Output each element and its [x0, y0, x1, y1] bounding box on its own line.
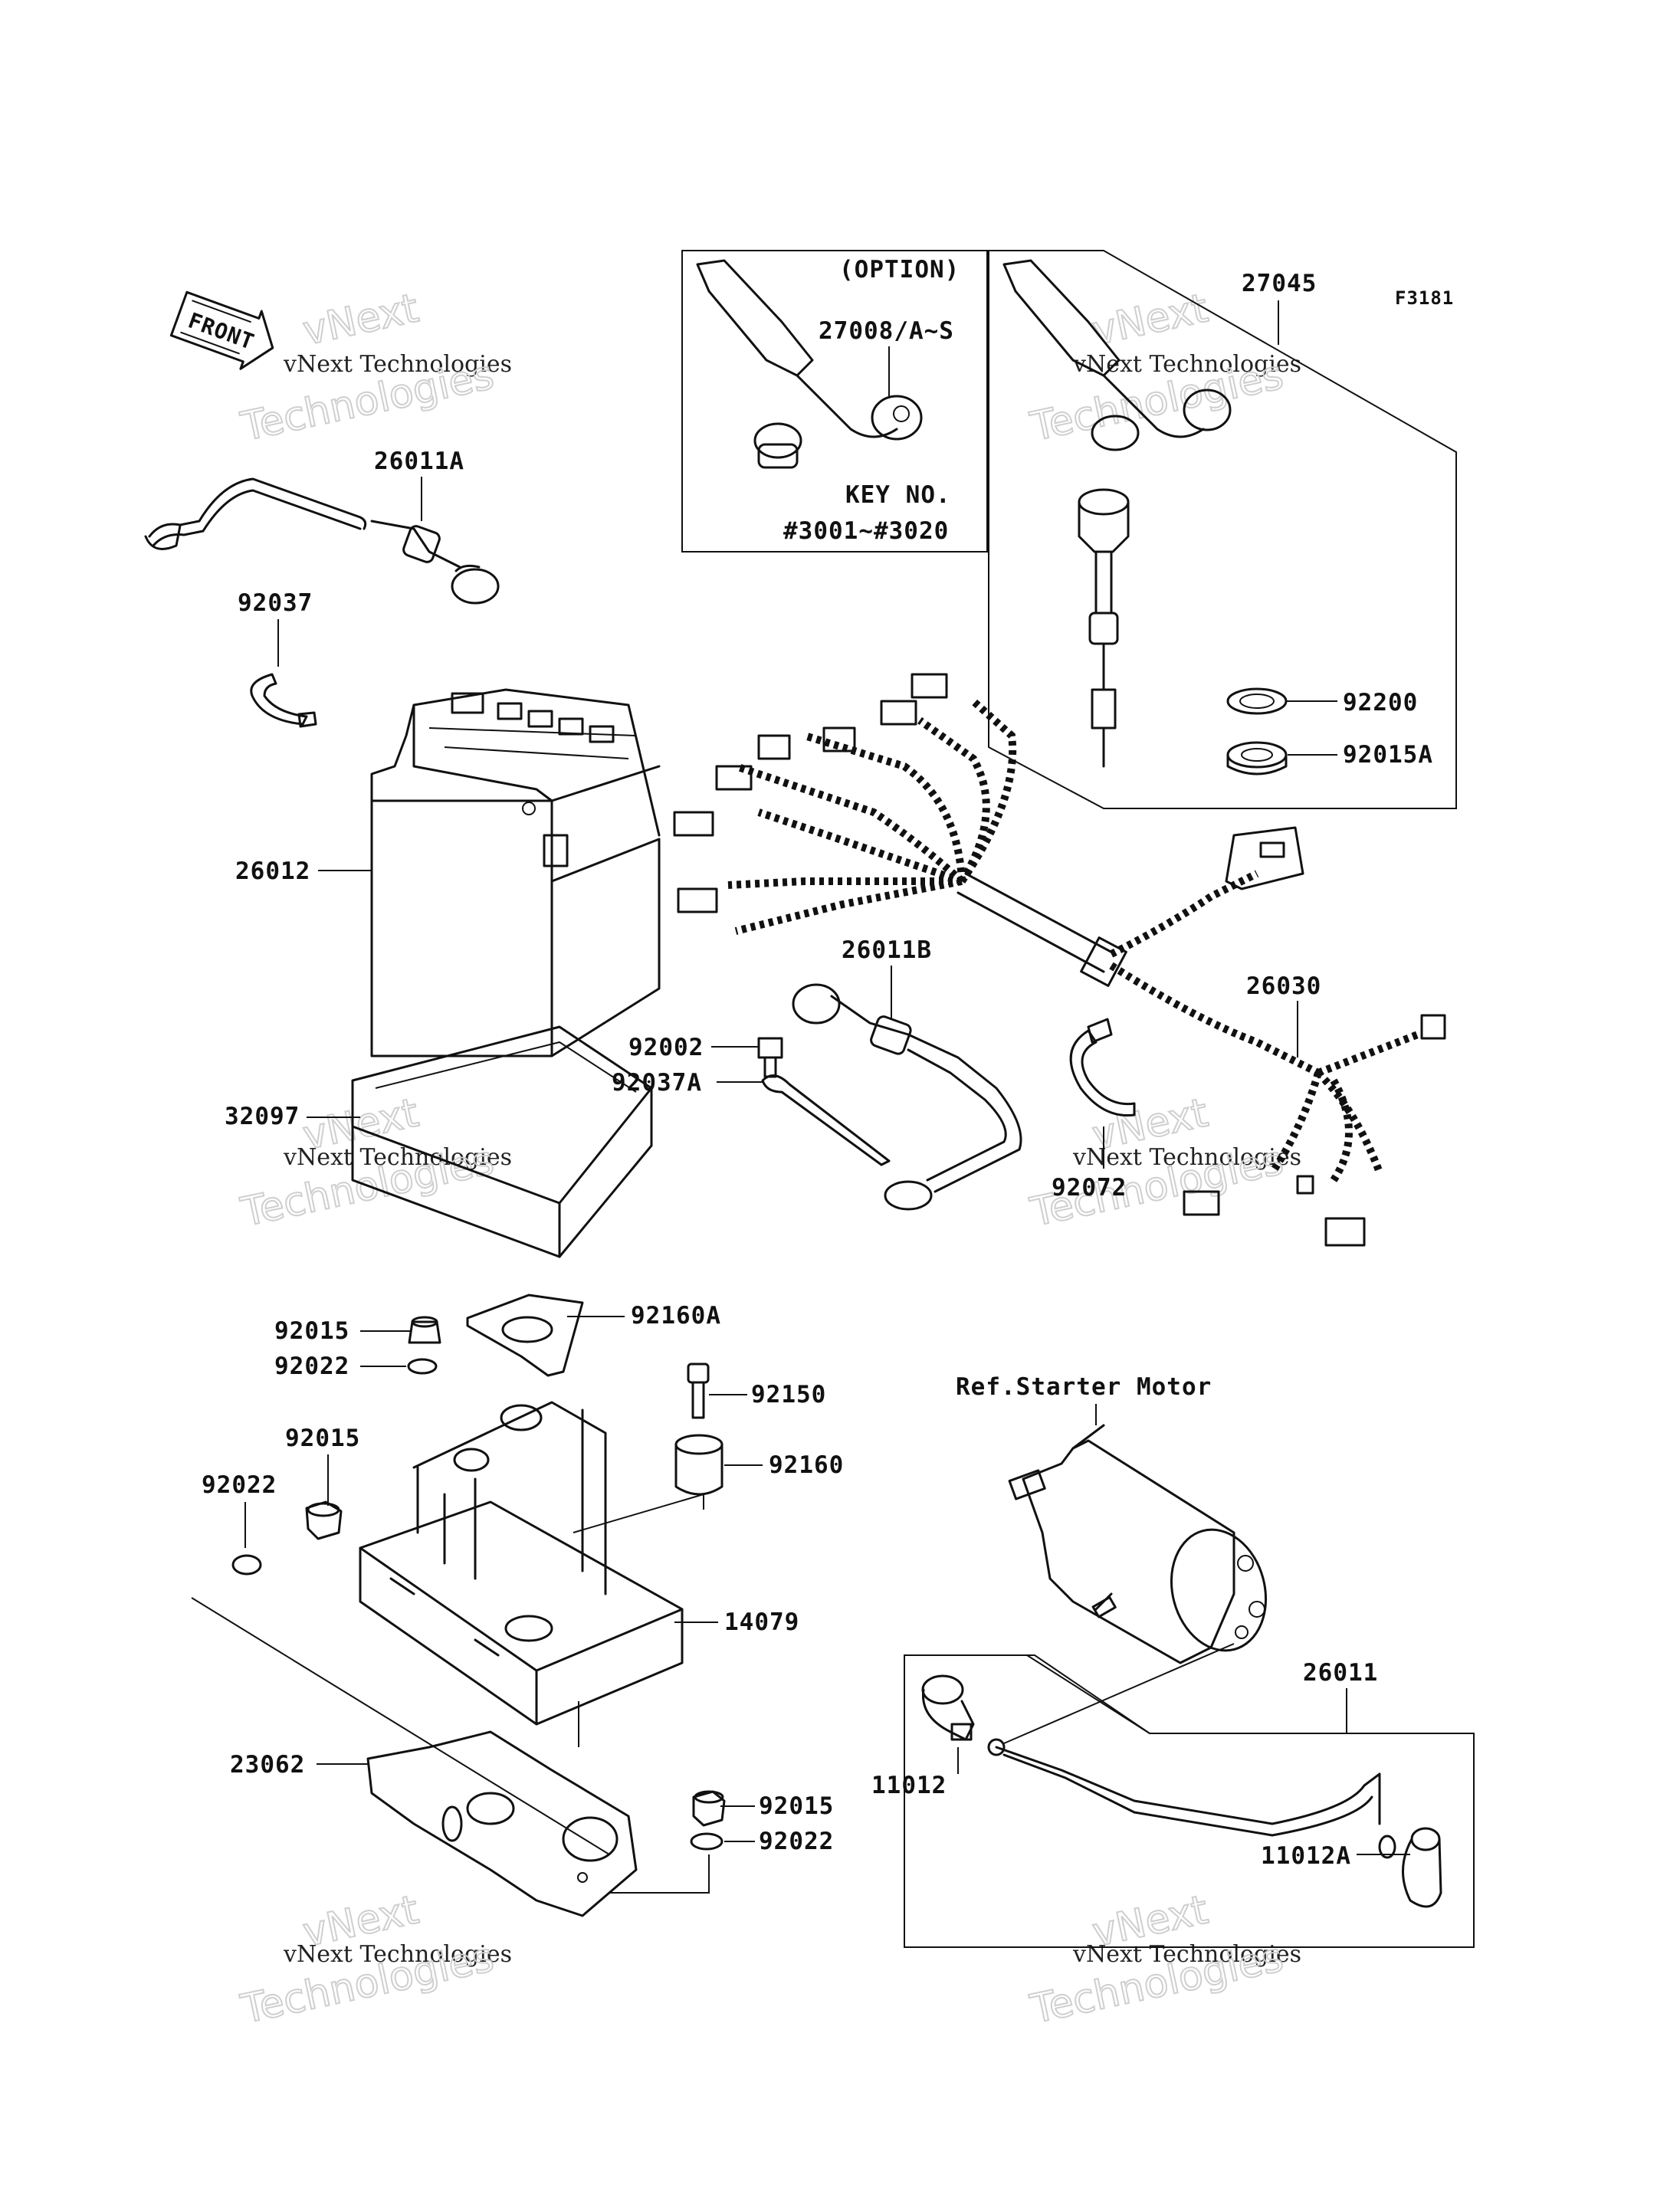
label-92015A: 92015A — [1343, 741, 1433, 769]
plate-92160A — [466, 1294, 584, 1377]
battery-holder-14079 — [191, 1401, 704, 1855]
bracket-23062 — [366, 1701, 638, 1917]
label-92022-bottom: 92022 — [759, 1828, 834, 1855]
label-26011: 26011 — [1303, 1659, 1378, 1687]
label-26030: 26030 — [1246, 972, 1321, 1000]
label-92015-top: 92015 — [274, 1317, 349, 1345]
watermark-mid-right: vNext vNext Technologies Technologies — [1025, 1089, 1301, 1236]
label-92160: 92160 — [769, 1451, 844, 1479]
watermark-top-right: vNext vNext Technologies Technologies — [1025, 284, 1301, 451]
label-92160A: 92160A — [631, 1302, 721, 1330]
rubber-92160 — [674, 1434, 724, 1496]
label-92072: 92072 — [1052, 1174, 1127, 1202]
label-92015-mid: 92015 — [285, 1425, 360, 1452]
cable-26011-box — [904, 1643, 1475, 1948]
label-11012A: 11012A — [1261, 1842, 1351, 1870]
label-92037A: 92037A — [612, 1069, 702, 1097]
washer-92022-mid — [231, 1554, 262, 1576]
label-92022-mid: 92022 — [202, 1471, 277, 1499]
svg-text:vNext Technologies: vNext Technologies — [283, 1144, 512, 1171]
washer-92022-top — [407, 1358, 438, 1375]
key-no-label: KEY NO. — [845, 481, 951, 509]
label-92002: 92002 — [628, 1034, 704, 1061]
label-26012: 26012 — [235, 857, 310, 885]
svg-text:vNext Technologies: vNext Technologies — [1072, 1144, 1301, 1171]
option-key-box: (OPTION) KEY NO. #3001~#3020 — [681, 250, 988, 553]
ignition-switch-box: 27045 — [988, 250, 1457, 809]
label-92200: 92200 — [1343, 689, 1418, 716]
label-92037: 92037 — [238, 589, 313, 617]
figure-code: F3181 — [1395, 287, 1454, 309]
nut-92015-mid — [305, 1500, 343, 1540]
label-32097: 32097 — [225, 1103, 300, 1130]
label-92022-top: 92022 — [274, 1353, 349, 1380]
label-23062: 23062 — [230, 1751, 305, 1779]
reference-starter-motor: Ref.Starter Motor — [956, 1373, 1212, 1401]
label-27045: 27045 — [1242, 270, 1317, 297]
svg-text:vNext Technologies: vNext Technologies — [1072, 351, 1301, 378]
label-92015-bottom: 92015 — [759, 1792, 834, 1820]
cable-26011A — [144, 477, 500, 605]
watermark-top-left: vNext vNext Technologies Technologies — [236, 284, 512, 451]
option-title: (OPTION) — [839, 256, 960, 284]
label-26011B: 26011B — [842, 936, 932, 964]
battery-tray-32097 — [351, 1025, 653, 1258]
label-92150: 92150 — [751, 1381, 826, 1408]
svg-text:vNext Technologies: vNext Technologies — [283, 1941, 512, 1968]
watermark-bottom-right: vNext vNext Technologies Technologies — [1025, 1886, 1301, 2033]
band-92072 — [1069, 1018, 1136, 1117]
nut-92015-bottom — [692, 1790, 726, 1827]
key-icon — [696, 259, 923, 469]
battery-26012 — [370, 688, 661, 1058]
bolt-92150 — [687, 1362, 710, 1419]
band-92037 — [250, 673, 317, 728]
wire-harness-26030 — [673, 673, 1446, 1247]
nut-92015-top — [408, 1316, 441, 1344]
starter-motor — [1008, 1424, 1268, 1664]
front-arrow-icon: FRONT — [169, 290, 274, 370]
bolt-92002 — [757, 1037, 783, 1078]
svg-text:vNext Technologies: vNext Technologies — [283, 351, 512, 378]
svg-text:vNext Technologies: vNext Technologies — [1072, 1941, 1301, 1968]
washer-92022-bottom — [690, 1832, 724, 1851]
label-27008: 27008/A~S — [819, 317, 954, 345]
label-11012: 11012 — [871, 1772, 947, 1799]
key-no-range: #3001~#3020 — [783, 517, 949, 545]
svg-text:vNext: vNext — [299, 285, 422, 354]
label-14079: 14079 — [724, 1608, 799, 1636]
tie-92037A — [761, 1074, 891, 1166]
watermark-bottom-left: vNext vNext Technologies Technologies — [236, 1886, 512, 2033]
label-26011A: 26011A — [374, 448, 464, 475]
cable-26011B — [792, 983, 1022, 1211]
